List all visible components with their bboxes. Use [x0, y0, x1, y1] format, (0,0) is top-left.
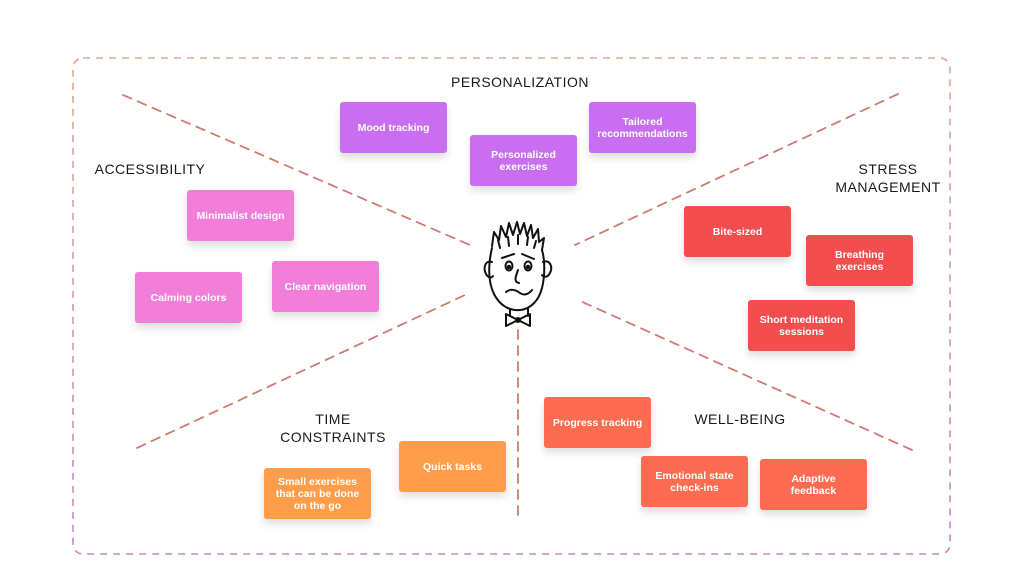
section-label-well-being: WELL-BEING	[694, 411, 786, 427]
sticky-note-small-exercises-on-the-go[interactable]: Small exercises that can be done on the …	[264, 468, 371, 519]
sticky-note-calming-colors[interactable]: Calming colors	[135, 272, 242, 323]
sticky-note-clear-navigation[interactable]: Clear navigation	[272, 261, 379, 312]
sticky-note-breathing-exercises[interactable]: Breathing exercises	[806, 235, 913, 286]
section-label-accessibility: ACCESSIBILITY	[94, 161, 206, 177]
section-label-personalization: PERSONALIZATION	[451, 74, 589, 90]
sticky-note-personalized-exercises[interactable]: Personalized exercises	[470, 135, 577, 186]
section-label-time-constraints: TIME CONSTRAINTS	[280, 411, 386, 445]
sticky-note-tailored-recommendations[interactable]: Tailored recommendations	[589, 102, 696, 153]
sticky-note-mood-tracking[interactable]: Mood tracking	[340, 102, 447, 153]
sticky-note-bite-sized[interactable]: Bite-sized	[684, 206, 791, 257]
sticky-note-adaptive-feedback[interactable]: Adaptive feedback	[760, 459, 867, 510]
sticky-note-progress-tracking[interactable]: Progress tracking	[544, 397, 651, 448]
sticky-note-short-meditation-sessions[interactable]: Short meditation sessions	[748, 300, 855, 351]
sticky-note-quick-tasks[interactable]: Quick tasks	[399, 441, 506, 492]
section-label-stress-management: STRESS MANAGEMENT	[835, 161, 941, 195]
worried-face-sketch-icon	[483, 221, 553, 327]
sticky-note-emotional-state-check-ins[interactable]: Emotional state check-ins	[641, 456, 748, 507]
sticky-note-minimalist-design[interactable]: Minimalist design	[187, 190, 294, 241]
